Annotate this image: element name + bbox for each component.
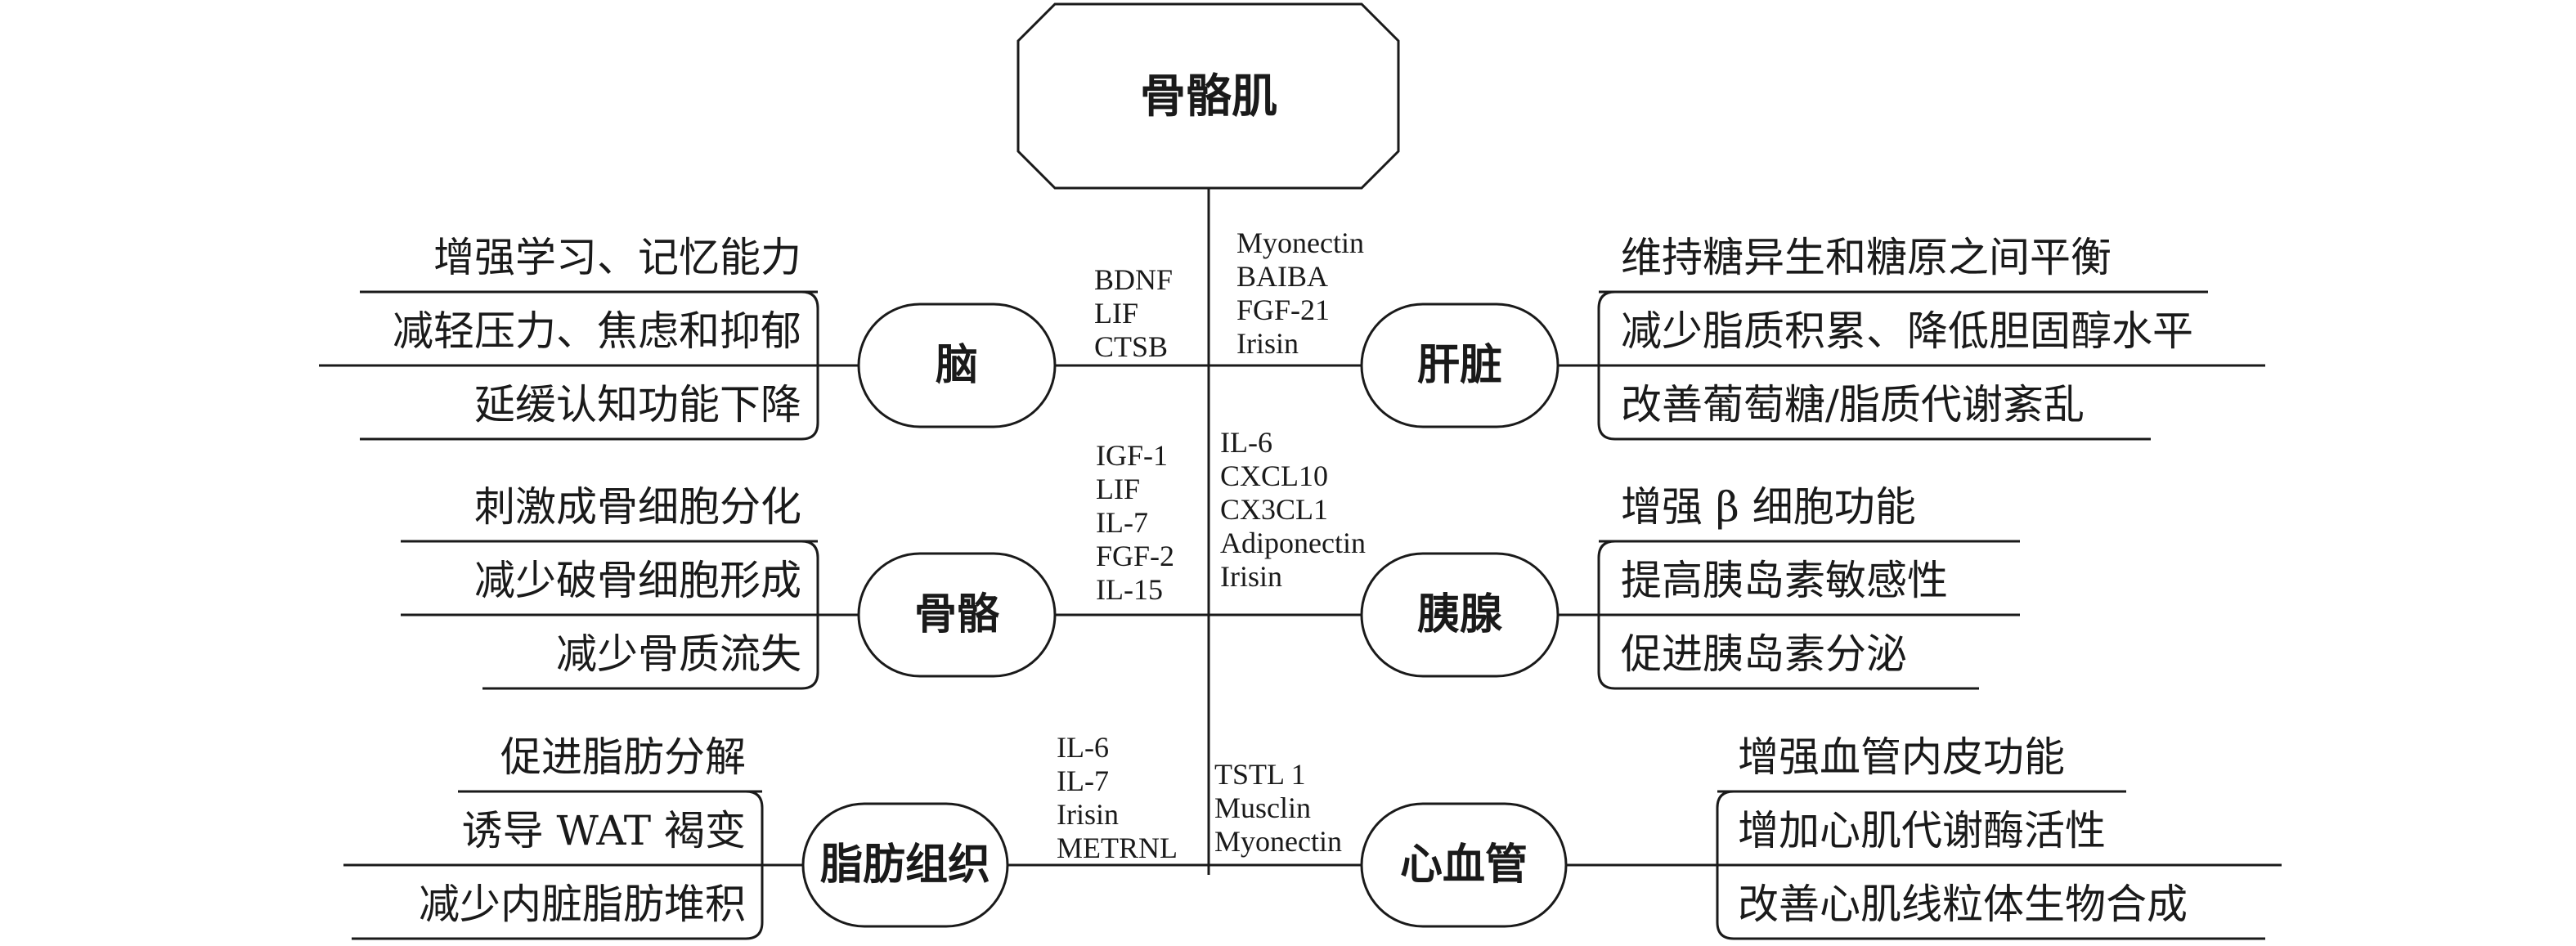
molecule-item: TSTL 1: [1214, 758, 1306, 791]
molecule-item: IL-6: [1057, 731, 1109, 764]
node-liver: 肝脏: [1416, 340, 1503, 390]
effect-brain-1: 增强学习、记忆能力: [433, 234, 801, 281]
effect-brain-3: 延缓认知功能下降: [474, 381, 801, 428]
effect-pancreas-1: 增强 β 细胞功能: [1621, 483, 1916, 531]
molecule-item: BAIBA: [1236, 260, 1329, 293]
node-bone: 骨骼: [913, 590, 1000, 639]
molecule-item: METRNL: [1057, 832, 1178, 864]
molecule-item: LIF: [1096, 473, 1140, 505]
effect-cardio-3: 改善心肌线粒体生物合成: [1738, 881, 2188, 928]
effect-bone-1: 刺激成骨细胞分化: [474, 483, 801, 531]
root-label: 骨骼肌: [1140, 69, 1277, 123]
molecule-item: FGF-21: [1236, 294, 1331, 326]
molecule-item: IL-7: [1057, 764, 1109, 797]
node-brain: 脑: [935, 340, 979, 390]
molecule-item: Irisin: [1057, 798, 1119, 831]
molecule-item: IL-7: [1096, 506, 1148, 539]
molecules-liver: Myonectin BAIBA FGF-21 Irisin: [1236, 226, 1364, 361]
effect-pancreas-2: 提高胰岛素敏感性: [1621, 557, 1948, 604]
effect-brain-2: 减轻压力、焦虑和抑郁: [393, 307, 801, 355]
molecules-pancreas: IL-6 CXCL10 CX3CL1 Adiponectin Irisin: [1220, 426, 1366, 594]
molecule-item: Myonectin: [1214, 825, 1342, 858]
molecule-item: IL-6: [1220, 426, 1272, 459]
molecules-brain: BDNF LIF CTSB: [1094, 263, 1173, 364]
effect-pancreas-3: 促进胰岛素分泌: [1621, 630, 1907, 678]
molecule-item: CX3CL1: [1220, 493, 1329, 526]
effect-liver-2: 减少脂质积累、降低胆固醇水平: [1621, 307, 2193, 355]
node-pancreas: 胰腺: [1416, 590, 1503, 639]
molecule-item: IL-15: [1096, 573, 1163, 606]
molecule-item: Myonectin: [1236, 226, 1364, 259]
effect-liver-3: 改善葡萄糖/脂质代谢紊乱: [1621, 381, 2085, 428]
molecule-item: FGF-2: [1096, 540, 1175, 572]
molecule-item: BDNF: [1094, 263, 1174, 296]
effect-cardio-2: 增加心肌代谢酶活性: [1738, 807, 2106, 854]
effect-cardio-1: 增强血管内皮功能: [1738, 733, 2065, 781]
molecule-item: IGF-1: [1096, 439, 1168, 472]
effect-bone-2: 减少破骨细胞形成: [474, 557, 801, 604]
molecules-cardio: TSTL 1 Musclin Myonectin: [1214, 758, 1342, 859]
effect-liver-1: 维持糖异生和糖原之间平衡: [1621, 234, 2112, 281]
effect-adipose-3: 减少内脏脂肪堆积: [419, 881, 746, 928]
molecule-item: Irisin: [1236, 327, 1299, 360]
molecules-bone: IGF-1 LIF IL-7 FGF-2 IL-15: [1096, 439, 1174, 607]
molecule-item: CTSB: [1094, 330, 1169, 363]
node-cardio: 心血管: [1399, 840, 1528, 890]
molecule-item: LIF: [1094, 297, 1138, 330]
root-octagon: [1016, 2, 1400, 190]
molecule-item: Musclin: [1214, 791, 1312, 824]
molecule-item: Irisin: [1220, 560, 1282, 593]
node-adipose: 脂肪组织: [819, 840, 991, 890]
molecules-adipose: IL-6 IL-7 Irisin METRNL: [1057, 731, 1178, 865]
molecule-item: Adiponectin: [1220, 527, 1366, 559]
effect-adipose-1: 促进脂肪分解: [500, 733, 746, 781]
effect-bone-3: 减少骨质流失: [556, 630, 801, 678]
molecule-item: CXCL10: [1220, 460, 1329, 492]
effect-adipose-2: 诱导 WAT 褐变: [461, 807, 746, 854]
